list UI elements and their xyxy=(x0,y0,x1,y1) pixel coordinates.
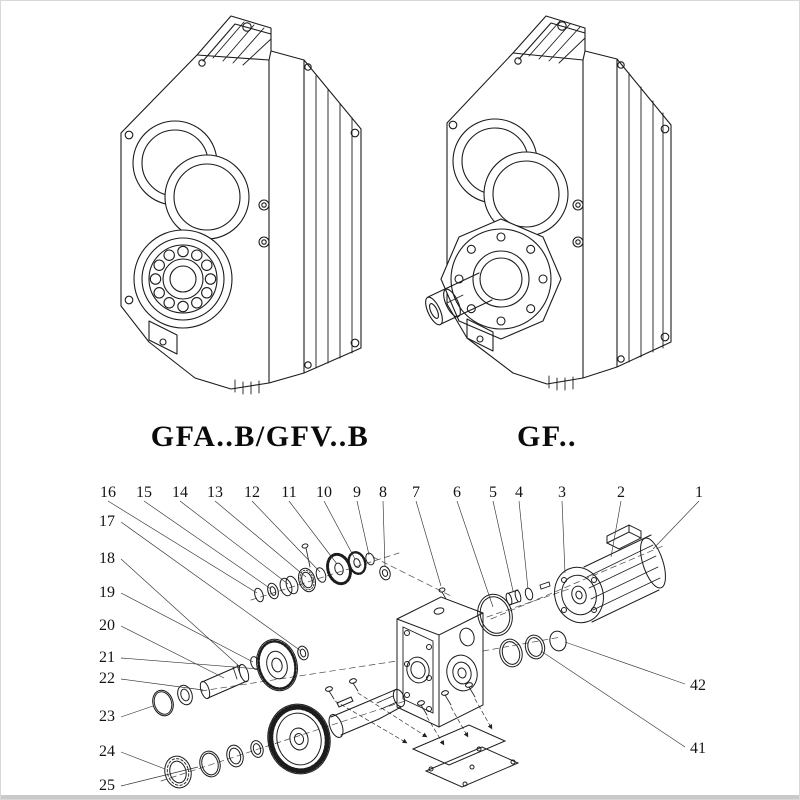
callout-23: 23 xyxy=(99,708,115,725)
callout-5: 5 xyxy=(489,484,497,501)
callout-42: 42 xyxy=(690,677,706,694)
callout-16: 16 xyxy=(100,484,116,501)
callout-25: 25 xyxy=(99,777,115,794)
callout-10: 10 xyxy=(316,484,332,501)
callout-6: 6 xyxy=(453,484,461,501)
callout-8: 8 xyxy=(379,484,387,501)
input-shaft-parts xyxy=(254,543,391,603)
output-flange xyxy=(440,218,562,340)
screw-lines xyxy=(334,692,493,746)
callout-15: 15 xyxy=(136,484,152,501)
output-bearing xyxy=(133,229,233,329)
model-label-gfab: GFA..B/GFV..B xyxy=(150,420,370,453)
callout-9: 9 xyxy=(353,484,361,501)
callout-3: 3 xyxy=(558,484,566,501)
callout-24: 24 xyxy=(99,743,115,760)
output-shaft-parts xyxy=(164,678,406,789)
callout-11: 11 xyxy=(281,484,297,501)
callout-14: 14 xyxy=(172,484,188,501)
callout-21: 21 xyxy=(99,649,115,666)
gear-housing xyxy=(396,587,484,728)
callout-4: 4 xyxy=(515,484,523,501)
gearbox-drawing-gfab xyxy=(120,15,362,395)
callout-22: 22 xyxy=(99,670,115,687)
intermediate-gear-parts xyxy=(152,638,309,717)
callout-41: 41 xyxy=(690,740,706,757)
output-shaft-stub xyxy=(425,272,493,326)
gearbox-drawing-gf xyxy=(425,15,672,391)
callout-19: 19 xyxy=(99,584,115,601)
cover-plates xyxy=(411,682,520,788)
callout-17: 17 xyxy=(99,513,115,530)
model-label-gf: GF.. xyxy=(517,420,577,453)
callout-20: 20 xyxy=(99,617,115,634)
callout-1: 1 xyxy=(695,484,703,501)
callout-7: 7 xyxy=(412,484,420,501)
page-edge-bottom xyxy=(1,795,799,799)
callout-18: 18 xyxy=(99,550,115,567)
exploded-parts-diagram xyxy=(152,524,666,789)
leader-lines xyxy=(107,500,700,787)
callout-2: 2 xyxy=(617,484,625,501)
seal-rings xyxy=(477,581,567,668)
callout-13: 13 xyxy=(207,484,223,501)
callout-12: 12 xyxy=(244,484,260,501)
motor xyxy=(554,524,666,624)
